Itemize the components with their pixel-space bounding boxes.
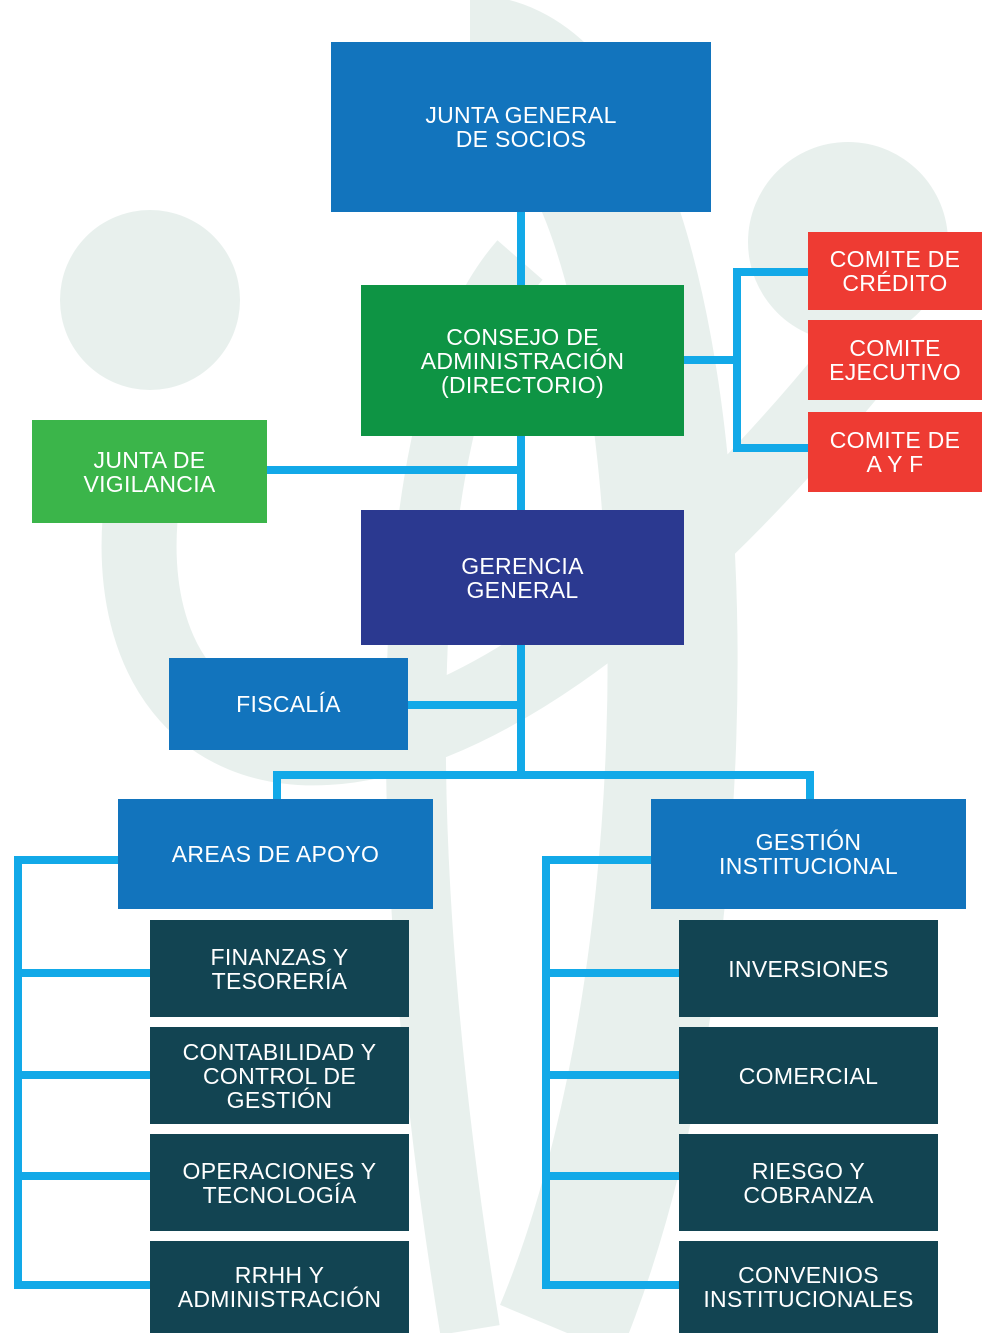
node-gestion-institucional: GESTIÓN INSTITUCIONAL [651,799,966,909]
node-comercial: COMERCIAL [679,1027,938,1124]
node-operaciones: OPERACIONES Y TECNOLOGÍA [150,1134,409,1231]
node-areas-apoyo: AREAS DE APOYO [118,799,433,909]
node-gerencia-general: GERENCIA GENERAL [361,510,684,645]
node-consejo-administracion: CONSEJO DE ADMINISTRACIÓN (DIRECTORIO) [361,285,684,436]
node-finanzas: FINANZAS Y TESORERÍA [150,920,409,1017]
node-contabilidad: CONTABILIDAD Y CONTROL DE GESTIÓN [150,1027,409,1124]
node-comite-ayf: COMITE DE A Y F [808,412,982,492]
node-junta-vigilancia: JUNTA DE VIGILANCIA [32,420,267,523]
node-riesgo: RIESGO Y COBRANZA [679,1134,938,1231]
node-junta-general: JUNTA GENERAL DE SOCIOS [331,42,711,212]
node-fiscalia: FISCALÍA [169,658,408,750]
node-rrhh: RRHH Y ADMINISTRACIÓN [150,1241,409,1333]
node-convenios: CONVENIOS INSTITUCIONALES [679,1241,938,1333]
node-comite-credito: COMITE DE CRÉDITO [808,232,982,310]
node-comite-ejecutivo: COMITE EJECUTIVO [808,320,982,400]
node-inversiones: INVERSIONES [679,920,938,1017]
